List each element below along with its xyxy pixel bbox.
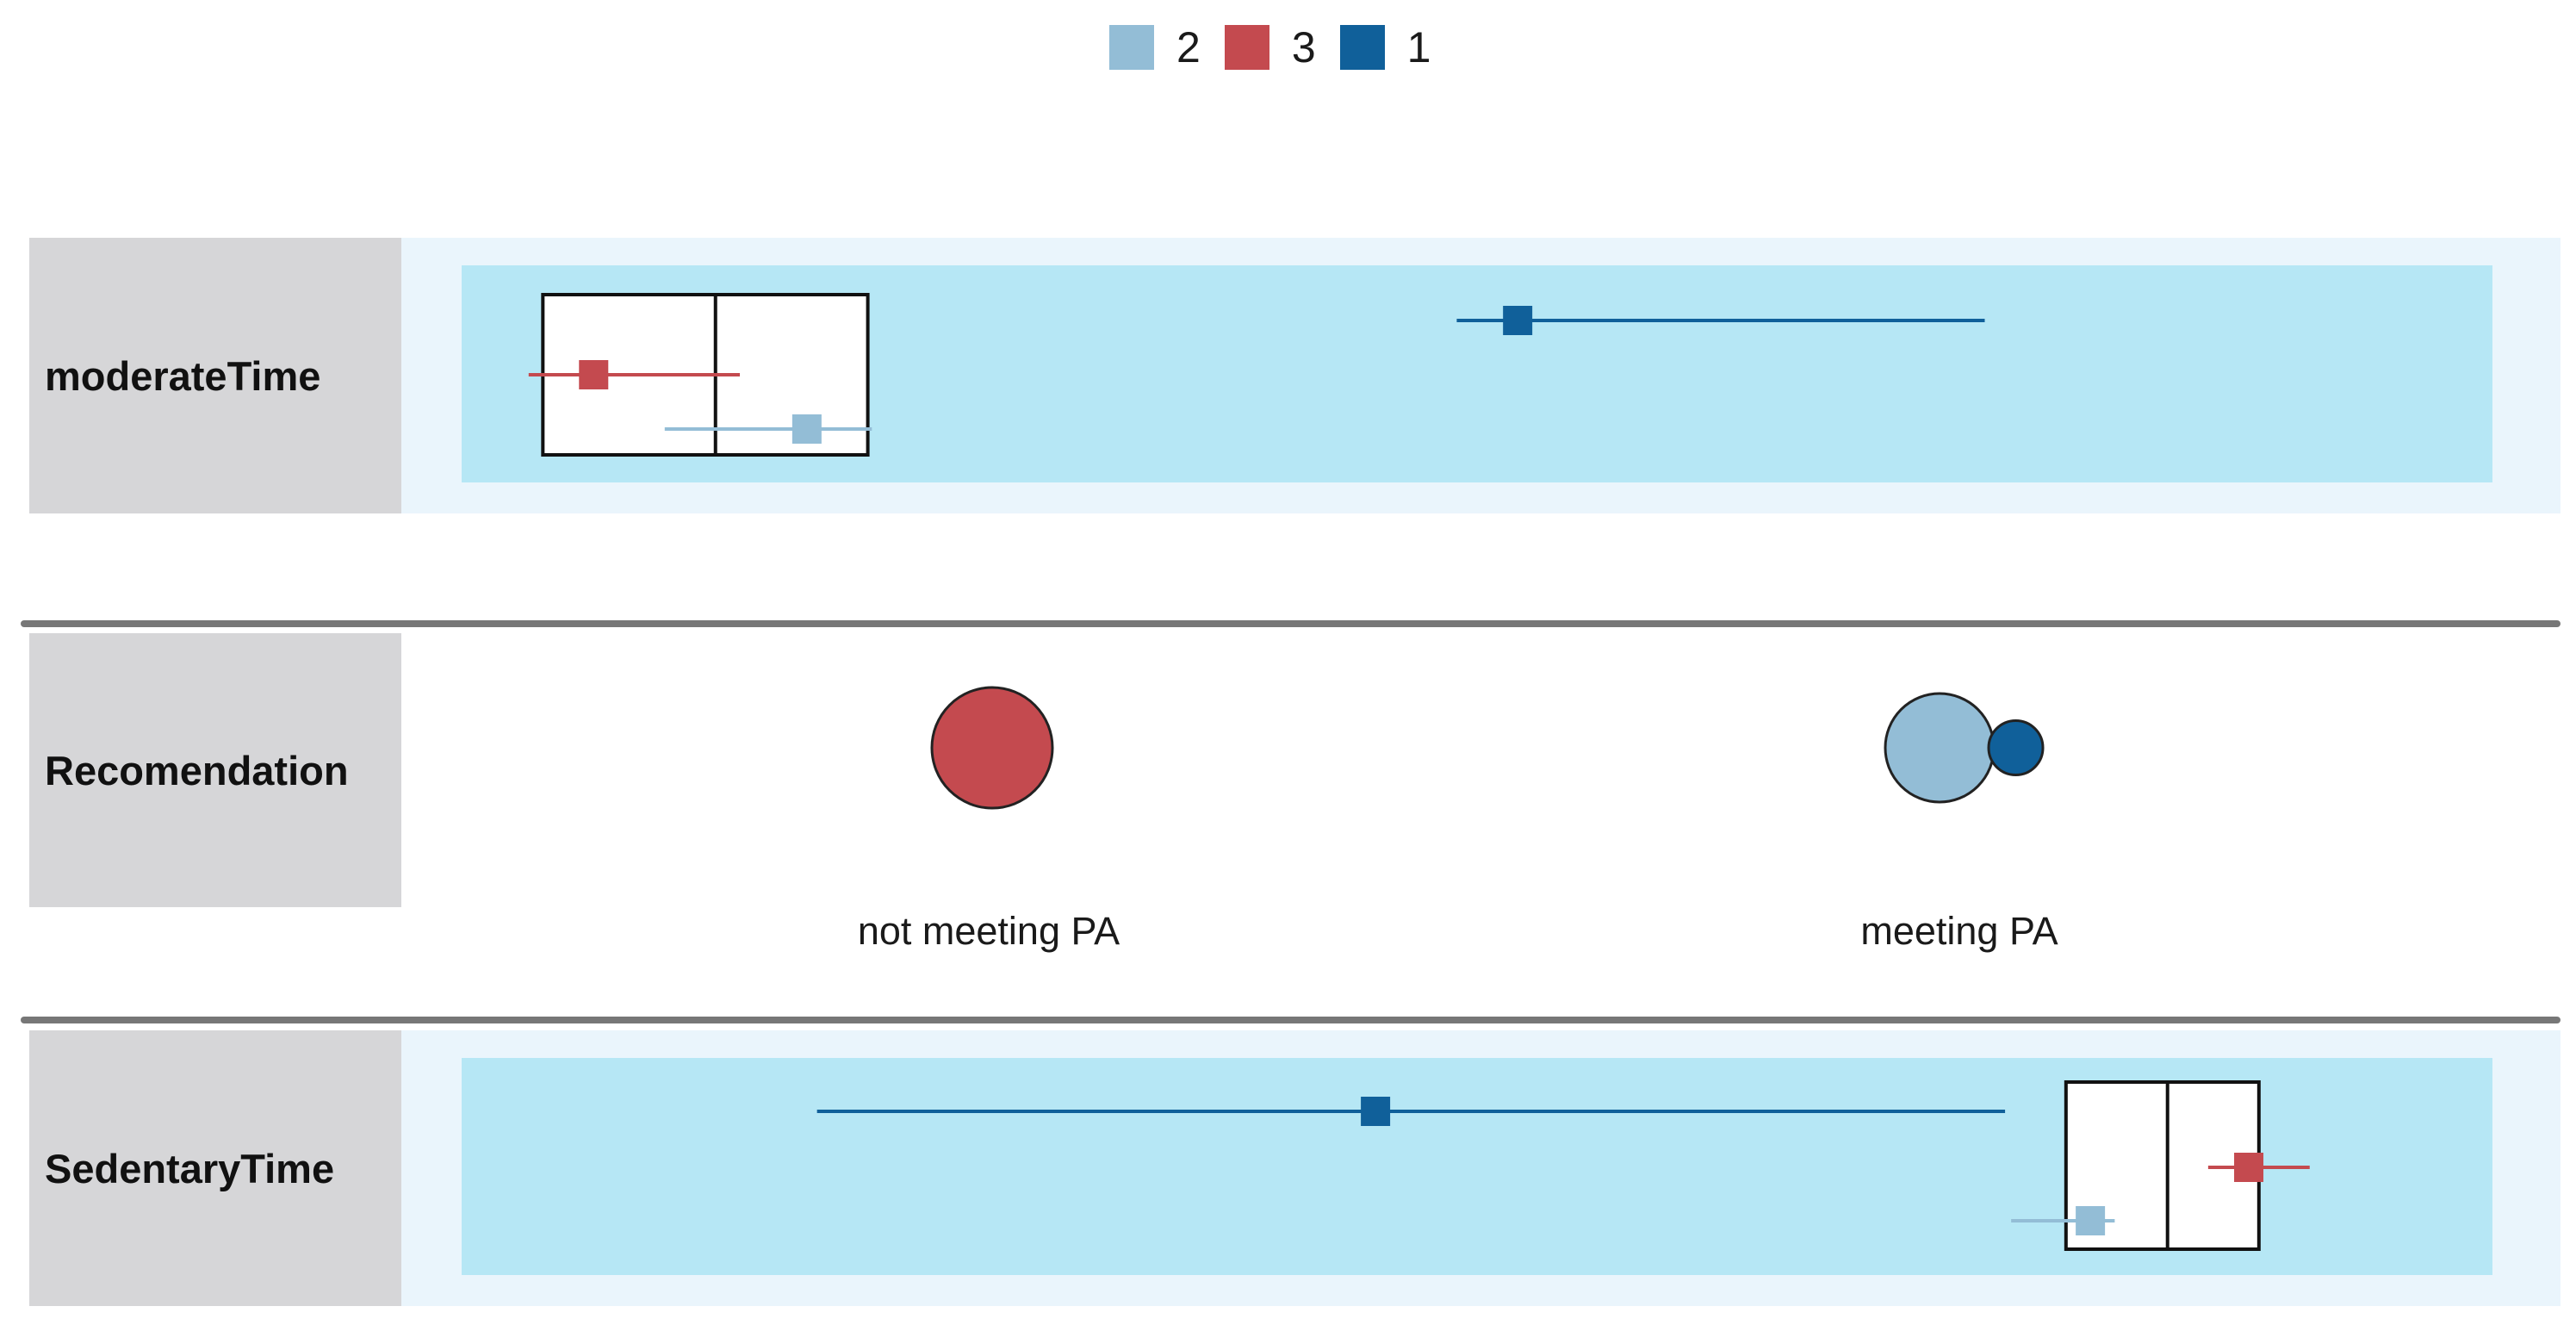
legend: 2 3 1 [1109, 17, 1431, 78]
bubble-cluster-1 [1987, 719, 2045, 776]
mean-marker-cluster-1 [1503, 306, 1533, 335]
legend-swatch-cluster-2 [1109, 25, 1154, 70]
row-label-moderatetime: moderateTime [29, 238, 401, 513]
mean-marker-cluster-2 [2076, 1206, 2106, 1235]
category-label-not-meeting-pa: not meeting PA [857, 909, 1120, 953]
legend-item-cluster-2: 2 [1109, 22, 1201, 72]
row-label-sedentarytime: SedentaryTime [29, 1030, 401, 1306]
row-separator [21, 1017, 2560, 1023]
mean-marker-cluster-1 [1361, 1097, 1391, 1126]
category-label-meeting-pa: meeting PA [1860, 909, 2058, 953]
mean-marker-cluster-3 [579, 360, 609, 389]
legend-item-cluster-1: 1 [1339, 22, 1431, 72]
mean-marker-cluster-2 [791, 414, 822, 444]
legend-label: 1 [1406, 23, 1431, 72]
legend-label: 3 [1291, 23, 1316, 72]
row-label-recomendation: Recomendation [29, 633, 401, 907]
legend-swatch-cluster-3 [1224, 25, 1269, 70]
legend-swatch-cluster-1 [1339, 25, 1385, 70]
legend-item-cluster-3: 3 [1224, 22, 1316, 72]
mean-marker-cluster-3 [2234, 1153, 2264, 1182]
legend-label: 2 [1176, 23, 1201, 72]
bubble-cluster-3 [930, 686, 1054, 810]
row-separator [21, 620, 2560, 627]
bubble-cluster-2 [1884, 692, 1996, 804]
